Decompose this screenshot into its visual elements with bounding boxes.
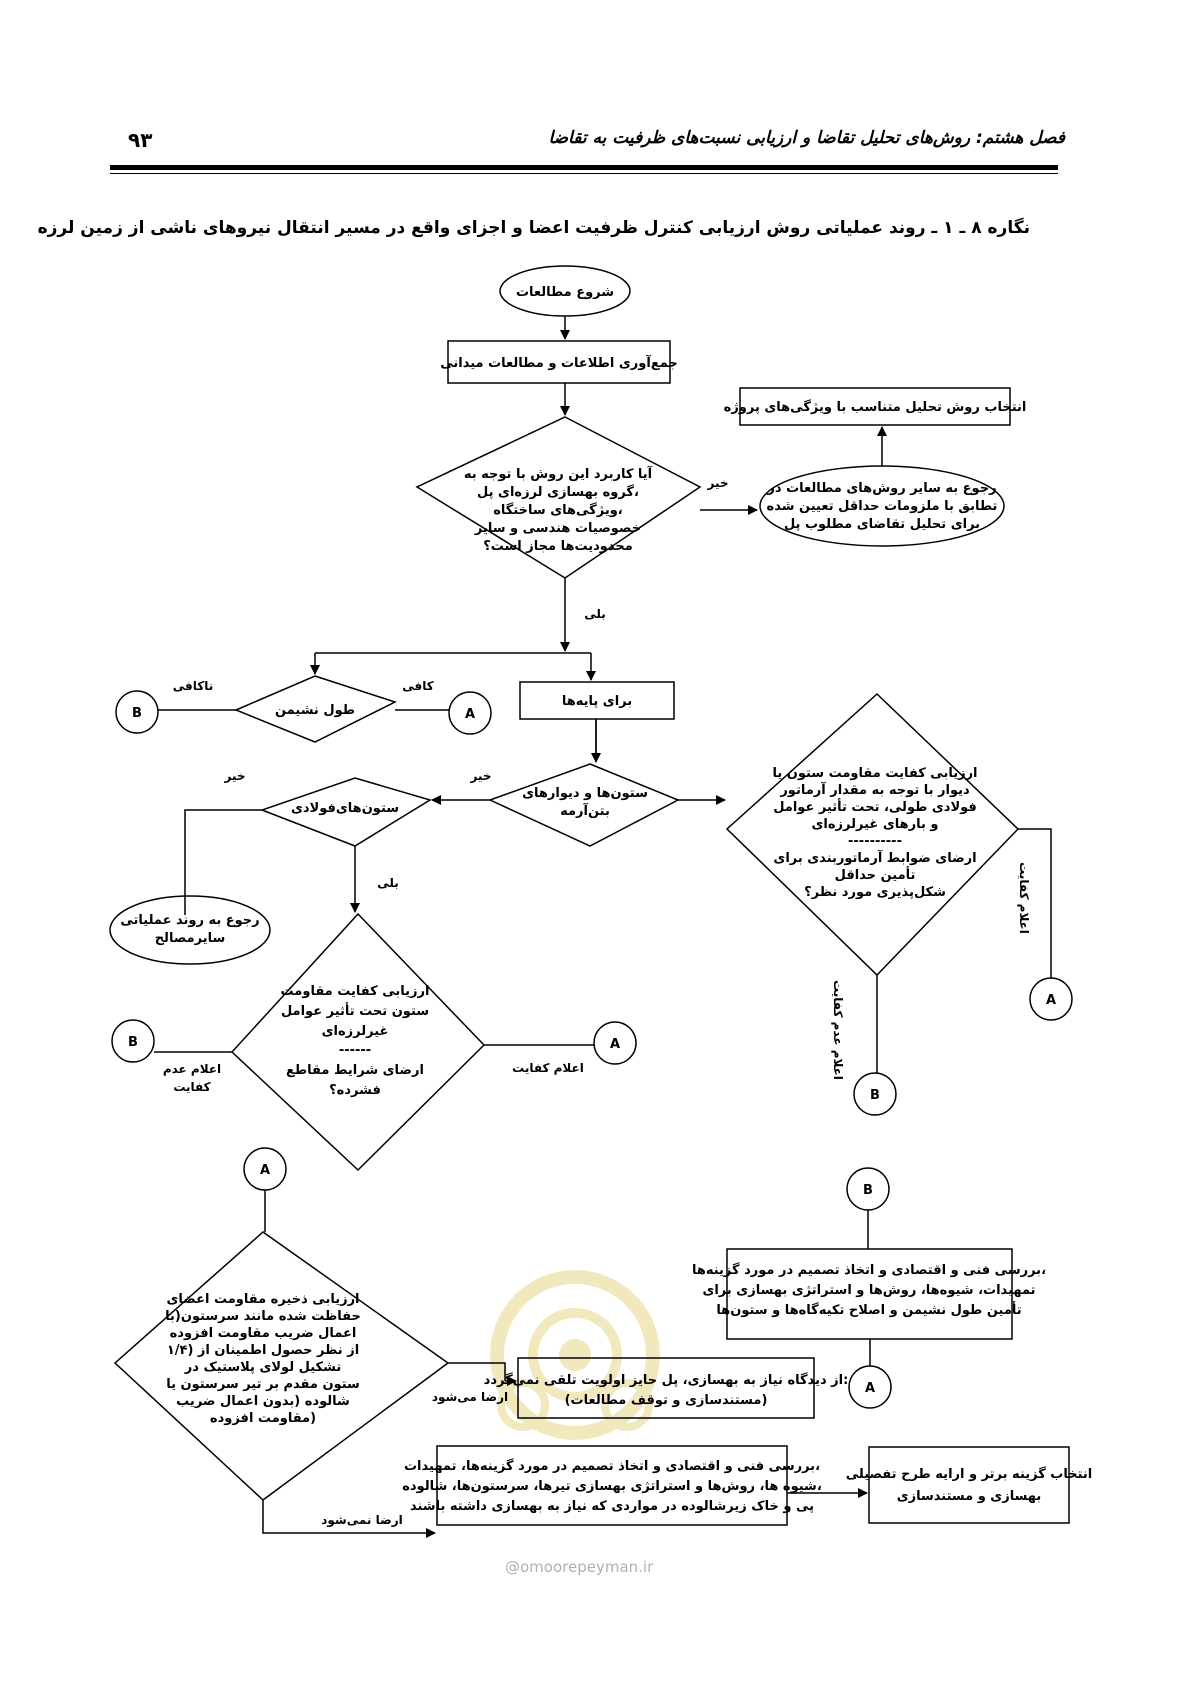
connector-b-circle <box>853 1072 897 1116</box>
watermark-seal <box>490 1270 660 1440</box>
steel-cols-label: ستون‌های‌فولادی <box>291 801 399 816</box>
reserve-eval-line: ۱/۴) از نظر حصول اطمینان از <box>167 1343 359 1358</box>
concrete-cols-line: بتن‌آرمه <box>560 802 610 819</box>
collect-box <box>447 340 671 384</box>
edge-label-satisfied: ارضا می‌شود <box>432 1390 508 1405</box>
rc-eval-separator: ---------- <box>848 834 902 849</box>
rc-eval-line: شکل‌پذیری مورد نظر؟ <box>804 885 946 900</box>
tech-econ-2-box <box>436 1445 788 1526</box>
refer-other-process-ellipse <box>109 895 271 965</box>
steel-eval-line: فشرده؟ <box>329 1083 381 1098</box>
no-need-line: (مستندسازی و توقف مطالعات) <box>565 1393 768 1408</box>
final-line: بهسازی و مستندسازی <box>897 1489 1042 1504</box>
applicable-line: گروه بهسازی لرزه‌ای پل، <box>477 484 639 500</box>
edge-label-yes: بلی <box>377 876 399 890</box>
watermark-text: @omoorepeyman.ir <box>505 1558 654 1576</box>
refer-other-process-line: رجوع به روند عملیاتی <box>120 913 259 928</box>
tech-econ-2-line: بررسی فنی و اقتصادی و اتخاذ تصمیم در مور… <box>404 1458 820 1474</box>
connector-a-letter: A <box>465 707 475 722</box>
seat-length-label: طول نشیمن <box>275 703 355 718</box>
reserve-eval-line: مقاومت افزوده) <box>210 1411 316 1426</box>
connector-a-letter: A <box>1046 993 1056 1008</box>
applicable-line: محدودیت‌ها مجاز است؟ <box>483 539 633 554</box>
connector-b-circle <box>111 1019 155 1063</box>
connector-a-letter: A <box>865 1381 875 1396</box>
edge-label-inadequacy-line: اعلام عدم <box>163 1062 221 1077</box>
select-method-box <box>739 387 1011 426</box>
figure-title: نگاره ۸ ـ ۱ ـ روند عملیاتی روش ارزیابی ک… <box>37 218 1030 238</box>
connector-b-circle <box>115 690 159 734</box>
final-line: انتخاب گزینه برتر و ارایه طرح تفصیلی <box>846 1466 1093 1482</box>
connector-a-letter: A <box>260 1163 270 1178</box>
tech-econ-1-line: تمهیدات، شیوه‌ها، روش‌ها و استراتژی بهسا… <box>702 1283 1035 1298</box>
steel-eval-line: ارزیابی کفایت مقاومت <box>281 984 430 999</box>
refer-other-line: برای تحلیل تقاضای مطلوب پل <box>784 517 980 532</box>
no-need-line: از دیدگاه نیاز به بهسازی، پل حایز اولویت… <box>484 1372 849 1388</box>
tech-econ-1-line: بررسی فنی و اقتصادی و اتخاذ تصمیم در مور… <box>692 1262 1046 1278</box>
rc-eval-line: تأمین حداقل <box>835 866 916 883</box>
header-rule-thick <box>110 165 1058 170</box>
edge-label-no: خیر <box>706 476 728 490</box>
page-number: ۹۳ <box>128 128 153 152</box>
edge-label-inadequacy-line: کفایت <box>173 1080 210 1094</box>
edge-label-not-satisfied: ارضا نمی‌شود <box>321 1513 402 1528</box>
applicable-line: آیا کاربرد این روش با توجه به <box>464 465 653 482</box>
connector-b-letter: B <box>870 1088 880 1103</box>
at-icon: @ <box>505 1558 520 1576</box>
steel-eval-line: غیرلرزه‌ای <box>322 1024 389 1039</box>
steel-eval-separator: ------ <box>339 1043 371 1058</box>
rc-eval-line: دیوار با توجه به مقدار آرماتور <box>779 781 970 798</box>
rc-eval-line: و بارهای غیرلرزه‌ای <box>812 817 939 832</box>
rc-eval-line: ارزیابی کفایت مقاومت ستون یا <box>772 766 977 781</box>
no-need-box <box>517 1357 815 1419</box>
refer-other-line: رجوع به سایر روش‌های مطالعات در <box>766 481 996 496</box>
reserve-eval-line: تشکیل لولای پلاستیک در <box>184 1360 341 1375</box>
edge-label-insufficient: ناکافی <box>173 679 214 693</box>
steel-eval-diamond <box>230 912 486 1172</box>
refer-other-line: تطابق با ملزومات حداقل تعیین شده <box>767 499 998 514</box>
steel-eval-line: ارضای شرایط مقاطع <box>286 1063 424 1078</box>
reserve-eval-line: ستون مقدم بر تیر سرستون یا <box>166 1377 360 1392</box>
chapter-title: فصل هشتم: روش‌های تحلیل تقاضا و ارزیابی … <box>548 128 1065 148</box>
reserve-eval-line: ارزیابی ذخیره مقاومت اعضای <box>166 1292 359 1307</box>
rc-eval-line: فولادی طولی، تحت تأثیر عوامل <box>773 798 977 815</box>
header-rule-thin <box>110 173 1058 174</box>
select-method-label: انتخاب روش تحلیل متناسب با ویژگی‌های پرو… <box>724 399 1027 415</box>
collect-label: جمع‌آوری اطلاعات و مطالعات میدانی <box>440 354 678 371</box>
connector-a-letter: A <box>610 1037 620 1052</box>
reserve-eval-line: شالوده (بدون اعمال ضریب <box>176 1394 350 1409</box>
reserve-eval-line: حفاظت شده مانند سرستون(با <box>165 1309 361 1324</box>
reserve-eval-line: اعمال ضریب مقاومت افزوده <box>170 1326 357 1341</box>
edge-label-adequacy: اعلام کفایت <box>512 1061 584 1076</box>
refer-other-process-line: سایرمصالح <box>155 931 226 946</box>
edge-label-inadequacy-vertical: اعلام عدم کفایت <box>830 980 845 1080</box>
applicable-line: ویژگی‌های ساختگاه، <box>493 502 623 518</box>
concrete-cols-line: ستون‌ها و دیوارهای <box>522 786 648 801</box>
edge-label-no: خیر <box>223 769 245 783</box>
tech-econ-2-line: شیوه ها، روش‌ها و استراتژی بهسازی تیرها،… <box>402 1479 822 1494</box>
for-piers-box <box>519 681 675 720</box>
steel-eval-line: ستون تحت تأثیر عوامل <box>281 1002 429 1019</box>
seat-length-diamond <box>234 675 397 743</box>
edge-label-sufficient: کافی <box>402 679 434 693</box>
edge-label-yes: بلی <box>584 607 606 621</box>
connector-a-circle <box>593 1021 637 1065</box>
final-box <box>868 1446 1070 1524</box>
edge-label-no: خیر <box>469 769 491 783</box>
for-piers-label: برای پایه‌ها <box>562 694 632 709</box>
connector-a-circle <box>448 691 492 735</box>
tech-econ-1-line: تأمین طول نشیمن و اصلاح تکیه‌گاه‌ها و ست… <box>716 1301 1021 1318</box>
connector-b-letter: B <box>128 1035 138 1050</box>
rc-eval-line: ارضای ضوابط آرماتوربندی برای <box>773 849 976 866</box>
concrete-cols-diamond <box>488 763 680 847</box>
connector-b-letter: B <box>132 706 142 721</box>
start-label: شروع مطالعات <box>516 285 614 300</box>
edge-label-adequacy-vertical: اعلام کفایت <box>1016 862 1031 934</box>
tech-econ-2-line: پی و خاک زیرشالوده در مواردی که نیاز به … <box>410 1499 814 1514</box>
connector-b-letter: B <box>863 1183 873 1198</box>
applicable-line: خصوصیات هندسی و سایر <box>474 521 641 536</box>
